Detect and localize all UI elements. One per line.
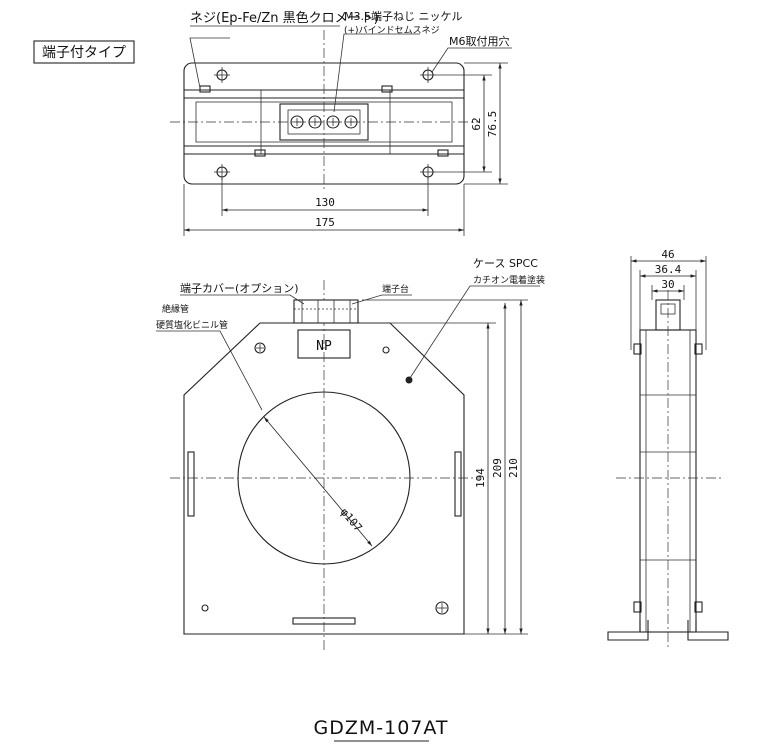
dim-46: 46 [661, 248, 674, 261]
case-note-1: ケース SPCC [473, 257, 538, 270]
top-view: ネジ(Ep-Fe/Zn 黒色クロメート) M3.5端子ねじ ニッケル (+)バイ… [170, 10, 512, 236]
mount-holes-top [214, 67, 436, 180]
dim-30: 30 [661, 278, 674, 291]
dim-62: 62 [470, 117, 483, 130]
dim-hole-diameter: φ107 [338, 506, 365, 535]
mount-hole-note: M6取付用穴 [449, 34, 510, 48]
nameplate-label: NP [316, 339, 332, 354]
terminal-screw-note-2: (+)バインドセムスネジ [344, 25, 440, 36]
dim-36-4: 36.4 [655, 263, 682, 276]
terminal-screw-note-1: M3.5端子ねじ ニッケル [344, 10, 462, 23]
dim-76-5: 76.5 [486, 111, 499, 138]
side-view: 46 36.4 30 [607, 248, 729, 650]
type-label: 端子付タイプ [42, 45, 126, 61]
front-view: NP φ107 端子カバー(オプション) 端子台 ケース SPCC カチオン電着… [156, 257, 545, 650]
dim-209: 209 [491, 458, 504, 478]
dim-130: 130 [315, 196, 335, 209]
dim-175: 175 [315, 216, 335, 229]
screw-note: ネジ(Ep-Fe/Zn 黒色クロメート) [190, 10, 379, 26]
case-note-2: カチオン電着塗装 [473, 274, 545, 286]
tube-note-2: 硬質塩化ビニル管 [156, 319, 228, 331]
model-name: GDZM-107AT [313, 717, 448, 739]
dim-194: 194 [474, 468, 487, 488]
terminal-cover-note: 端子カバー(オプション) [180, 282, 299, 295]
nameplate [297, 329, 351, 359]
dim-210: 210 [507, 458, 520, 478]
terminal-block-front [293, 299, 359, 324]
tube-note-1: 絶縁管 [162, 303, 189, 315]
type-label-box: 端子付タイプ [33, 40, 135, 64]
model-title: GDZM-107AT [313, 717, 448, 742]
terminal-block-note: 端子台 [382, 283, 409, 295]
